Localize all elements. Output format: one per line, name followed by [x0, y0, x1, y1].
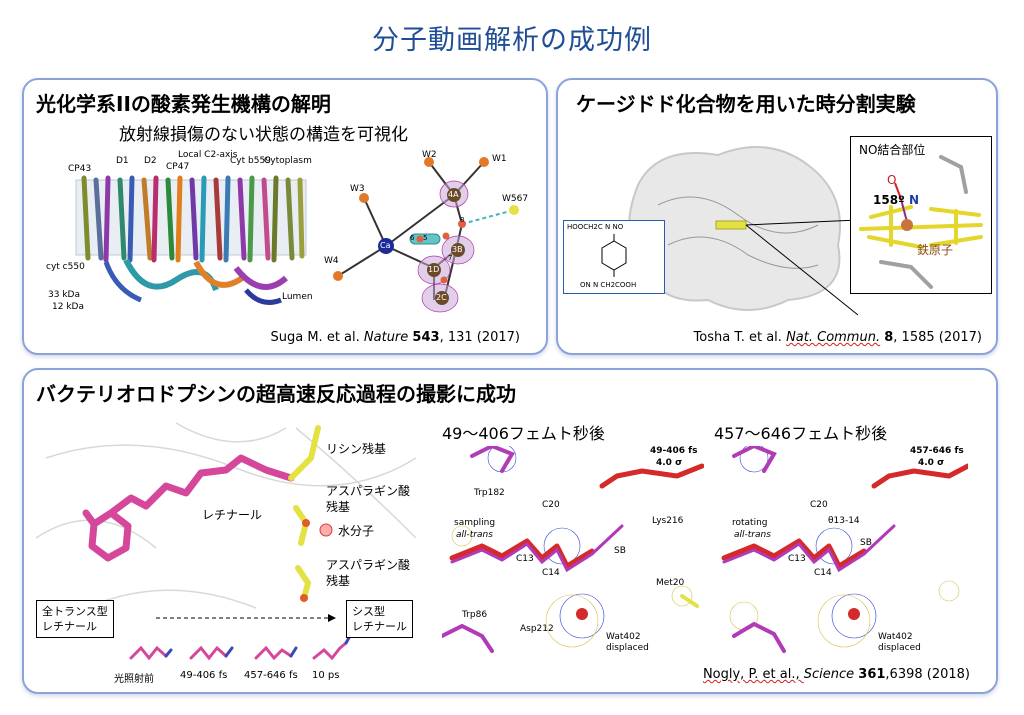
corner-fs-label: 49-406 fs — [650, 446, 698, 456]
density-map-49-406: 49-406 fs 4.0 σ Trp182 C20 sampling all-… — [442, 446, 704, 658]
density-map-illustration — [721, 446, 968, 653]
label-trp182: Trp182 — [474, 488, 505, 498]
label-lumen: Lumen — [282, 292, 313, 302]
citation: Tosha T. et al. Nat. Commun. 8, 1585 (20… — [693, 330, 982, 345]
label-1d: 1D — [428, 265, 440, 274]
label-o8: 8 — [460, 216, 465, 224]
panel-caged-compound: ケージドド化合物を用いた時分割実験 HOOCH2C N NO ON N CH2C… — [556, 78, 998, 355]
label-wat402: Wat402 — [606, 632, 641, 642]
label-trp86: Trp86 — [462, 610, 488, 620]
label-c13: C13 — [516, 554, 534, 564]
label-2c: 2C — [436, 293, 447, 302]
inset-title: NO結合部位 — [859, 143, 926, 157]
label-c13: C13 — [788, 554, 806, 564]
label-cp43: CP43 — [68, 164, 92, 174]
label-c14: C14 — [814, 568, 832, 578]
label-33kda: 33 kDa — [48, 290, 80, 300]
retinal-figure: リシン残基 アスパラギン酸 残基 水分子 アスパラギン酸 残基 レチナール 全ト… — [36, 418, 426, 688]
all-trans-box: 全トランス型 レチナール — [36, 600, 114, 638]
density-map-illustration — [442, 446, 704, 653]
label-12kda: 12 kDa — [52, 302, 84, 312]
retinal-structure-illustration — [36, 422, 417, 661]
label-lys216: Lys216 — [652, 516, 684, 526]
label-displaced: displaced — [606, 643, 649, 653]
label-asp1-residue: 残基 — [326, 500, 351, 514]
label-wat402: Wat402 — [878, 632, 913, 642]
cluster-diagram — [333, 157, 519, 313]
cis-box: シス型 レチナール — [346, 600, 413, 638]
label-retinal: レチナール — [202, 508, 263, 522]
time-label-457-646: 457-646 fs — [244, 670, 298, 681]
time-label-before: 光照射前 — [114, 674, 154, 685]
label-sb: SB — [860, 538, 872, 548]
panel-photosystem: 光化学系IIの酸素発生機構の解明 放射線損傷のない状態の構造を可視化 — [22, 78, 548, 355]
label-water: 水分子 — [338, 524, 375, 538]
corner-sigma-label: 4.0 σ — [918, 458, 945, 468]
citation: Nogly, P. et al., Science 361,6398 (2018… — [702, 667, 970, 682]
label-3b: 3B — [452, 245, 463, 254]
label-w2: W2 — [422, 150, 437, 160]
label-o5: 5 — [423, 234, 428, 242]
label-displaced: displaced — [878, 643, 921, 653]
label-c20: C20 — [810, 500, 828, 510]
label-c20: C20 — [542, 500, 560, 510]
label-asp212: Asp212 — [520, 624, 554, 634]
label-w567: W567 — [502, 194, 529, 204]
label-rotating: rotating — [732, 518, 768, 528]
label-cp47: CP47 — [166, 162, 190, 172]
protein-complex-illustration — [75, 175, 307, 305]
label-lysine: リシン残基 — [326, 442, 387, 456]
density-map-457-646: 457-646 fs 4.0 σ C20 θ13-14 rotating all… — [714, 446, 968, 658]
label-c2-axis: Local C2-axis — [178, 150, 238, 160]
corner-sigma-label: 4.0 σ — [656, 458, 683, 468]
label-asp2-residue: 残基 — [326, 574, 351, 588]
label-o7: 7 — [448, 254, 453, 262]
formula-top: HOOCH2C N NO — [567, 223, 624, 231]
label-d1: D1 — [116, 156, 129, 166]
photosystem-structure-figure: CP43 D1 D2 Local C2-axis CP47 Cyt b559 C… — [46, 150, 316, 320]
label-c14: C14 — [542, 568, 560, 578]
label-4a: 4A — [448, 190, 459, 199]
label-asp1: アスパラギン酸 — [326, 484, 411, 498]
atom-n-label: N — [909, 193, 920, 207]
iron-label: 鉄原子 — [917, 243, 954, 257]
label-asp2: アスパラギン酸 — [326, 558, 411, 572]
panel-title: 光化学系IIの酸素発生機構の解明 — [36, 92, 331, 116]
caged-compound-structure-box: HOOCH2C N NO ON N CH2COOH — [563, 220, 665, 294]
label-cytoplasm: Cytoplasm — [264, 156, 312, 166]
citation: Suga M. et al. Nature 543, 131 (2017) — [270, 330, 521, 345]
panel-bacteriorhodopsin: バクテリオロドプシンの超高速反応過程の撮影に成功 — [22, 368, 998, 694]
label-w1: W1 — [492, 154, 507, 164]
label-d2: D2 — [144, 156, 157, 166]
benzene-ring-drawing — [601, 234, 627, 277]
label-sampling: sampling — [454, 518, 496, 528]
label-cytb559: Cyt b559 — [230, 156, 271, 166]
heading-49-406: 49～406フェムト秒後 — [442, 424, 605, 443]
label-w3: W3 — [350, 184, 365, 194]
label-theta: θ13-14 — [828, 516, 860, 526]
atom-o-label: O — [887, 173, 897, 187]
label-o6: 6 — [410, 234, 415, 242]
label-alltrans: all-trans — [456, 530, 493, 540]
page-title: 分子動画解析の成功例 — [372, 25, 652, 56]
heme-site-illustration — [859, 155, 983, 289]
time-label-49-406: 49-406 fs — [180, 670, 228, 681]
panel-title: ケージドド化合物を用いた時分割実験 — [576, 92, 916, 116]
time-label-10ps: 10 ps — [312, 670, 340, 681]
mn4cao5-cluster-figure: W2 W1 W3 W567 W4 Ca 4A 3B 1D 2C 5 6 7 8 — [324, 150, 534, 325]
angle-label: 158º — [873, 193, 905, 207]
heading-457-646: 457～646フェムト秒後 — [714, 424, 888, 443]
corner-fs-label: 457-646 fs — [910, 446, 964, 456]
no-binding-site-inset: NO結合部位 O 158º N 鉄原子 — [850, 136, 992, 294]
formula-bottom: ON N CH2COOH — [580, 281, 637, 289]
panel-title: バクテリオロドプシンの超高速反応過程の撮影に成功 — [36, 382, 516, 406]
label-met20: Met20 — [656, 578, 685, 588]
label-cytc550: cyt c550 — [46, 262, 85, 272]
label-ca: Ca — [380, 241, 391, 250]
label-sb: SB — [614, 546, 626, 556]
panel-subtitle: 放射線損傷のない状態の構造を可視化 — [119, 125, 408, 145]
label-w4: W4 — [324, 256, 339, 266]
label-alltrans: all-trans — [734, 530, 771, 540]
